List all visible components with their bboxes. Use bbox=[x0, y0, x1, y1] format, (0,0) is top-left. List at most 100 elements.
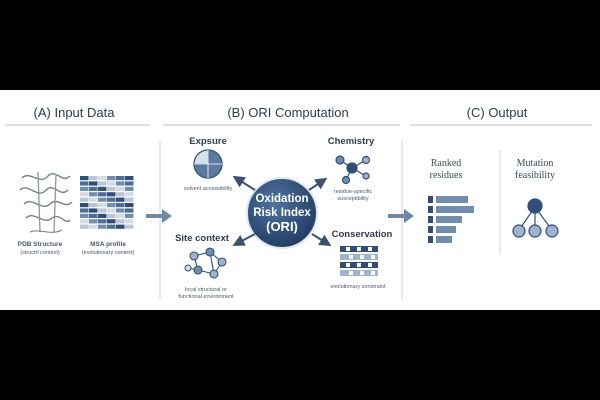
msa-cell bbox=[80, 213, 89, 218]
section-title-output: (C) Output bbox=[467, 105, 528, 120]
rank-bar bbox=[436, 236, 452, 243]
msa-cell bbox=[107, 219, 116, 224]
molecule-network-icon bbox=[335, 155, 371, 185]
msa-cell bbox=[107, 186, 116, 191]
msa-cell bbox=[98, 213, 107, 218]
msa-cell bbox=[80, 181, 89, 186]
msa-cell bbox=[116, 176, 125, 181]
msa-cell bbox=[116, 224, 125, 229]
msa-cell bbox=[116, 181, 125, 186]
rank-bar bbox=[436, 216, 462, 223]
msa-cell bbox=[89, 181, 98, 186]
msa-cell bbox=[98, 186, 107, 191]
chemistry-caption-2: susceptibility bbox=[337, 196, 368, 202]
ori-center-circle bbox=[246, 177, 318, 249]
rank-marker bbox=[428, 216, 433, 223]
ranked-bars-icon bbox=[428, 196, 474, 243]
chemistry-caption-1: residue-specific bbox=[334, 189, 372, 195]
rank-marker bbox=[428, 196, 433, 203]
msa-cell bbox=[98, 219, 107, 224]
msa-cell bbox=[107, 192, 116, 197]
section-title-computation: (B) ORI Computation bbox=[227, 105, 348, 120]
rank-marker bbox=[428, 206, 433, 213]
msa-cell bbox=[89, 213, 98, 218]
msa-cell bbox=[116, 192, 125, 197]
msa-cell bbox=[125, 197, 134, 202]
msa-cell bbox=[98, 197, 107, 202]
msa-cell bbox=[80, 224, 89, 229]
msa-cell bbox=[125, 181, 134, 186]
msa-cell bbox=[116, 213, 125, 218]
msa-cell bbox=[116, 197, 125, 202]
rank-bar bbox=[436, 206, 474, 213]
mutation-feasibility-title-2: feasibility bbox=[515, 170, 555, 181]
arrow-computation-to-output bbox=[388, 209, 414, 223]
conservation-gap bbox=[371, 271, 375, 275]
site-context-caption-2: functional environment bbox=[178, 294, 234, 300]
conservation-gap bbox=[368, 247, 372, 251]
msa-cell bbox=[125, 186, 134, 191]
msa-cell bbox=[98, 181, 107, 186]
graph-network-icon bbox=[184, 247, 227, 279]
msa-cell bbox=[89, 192, 98, 197]
arrow-to-site-context bbox=[232, 233, 256, 246]
rank-marker bbox=[428, 226, 433, 233]
msa-cell bbox=[89, 176, 98, 181]
msa-cell bbox=[125, 176, 134, 181]
msa-profile-label: MSA profile bbox=[90, 241, 126, 248]
msa-cell bbox=[116, 186, 125, 191]
conservation-gap bbox=[357, 247, 361, 251]
msa-cell bbox=[98, 208, 107, 213]
msa-cell bbox=[89, 197, 98, 202]
pdb-structure-label: PDB Structure bbox=[18, 241, 63, 248]
ranked-residues-title-1: Ranked bbox=[431, 158, 462, 169]
conservation-gap bbox=[360, 271, 364, 275]
arrow-input-to-computation bbox=[146, 209, 172, 223]
ori-line-1: Oxidation bbox=[255, 193, 308, 205]
msa-cell bbox=[107, 213, 116, 218]
msa-cell bbox=[89, 224, 98, 229]
arrow-to-conservation bbox=[311, 233, 332, 247]
msa-cell bbox=[116, 208, 125, 213]
msa-cell bbox=[107, 197, 116, 202]
exposure-caption: solvent accessibility bbox=[184, 186, 233, 192]
msa-cell bbox=[107, 224, 116, 229]
conservation-gap bbox=[357, 263, 361, 267]
msa-cell bbox=[125, 203, 134, 208]
msa-cell bbox=[89, 186, 98, 191]
msa-cell bbox=[116, 219, 125, 224]
msa-cell bbox=[125, 213, 134, 218]
msa-cell bbox=[107, 208, 116, 213]
msa-cell bbox=[125, 219, 134, 224]
msa-cell bbox=[80, 197, 89, 202]
msa-cell bbox=[80, 186, 89, 191]
msa-cell bbox=[98, 203, 107, 208]
msa-cell bbox=[89, 219, 98, 224]
exposure-title: Expsure bbox=[189, 136, 227, 147]
msa-cell bbox=[125, 208, 134, 213]
msa-cell bbox=[89, 203, 98, 208]
rank-marker bbox=[428, 236, 433, 243]
conservation-gap bbox=[368, 263, 372, 267]
msa-cell bbox=[107, 181, 116, 186]
conservation-gap bbox=[349, 271, 353, 275]
ranked-residues-title-2: residues bbox=[430, 170, 463, 181]
conservation-gap bbox=[371, 255, 375, 259]
mutation-feasibility-title-1: Mutation bbox=[517, 158, 554, 169]
rank-bar bbox=[436, 226, 456, 233]
msa-cell bbox=[125, 224, 134, 229]
msa-cell bbox=[80, 219, 89, 224]
msa-cell bbox=[89, 208, 98, 213]
pie-chart-icon bbox=[193, 149, 223, 179]
msa-profile-icon bbox=[80, 176, 134, 229]
conservation-gap bbox=[349, 255, 353, 259]
protein-structure-icon bbox=[19, 171, 73, 233]
conservation-bar bbox=[340, 270, 378, 276]
ori-line-2: Risk Index bbox=[253, 207, 311, 219]
arrow-to-chemistry bbox=[308, 177, 328, 191]
site-context-title: Site context bbox=[175, 233, 230, 244]
conservation-title: Conservation bbox=[332, 229, 393, 240]
msa-cell bbox=[116, 203, 125, 208]
